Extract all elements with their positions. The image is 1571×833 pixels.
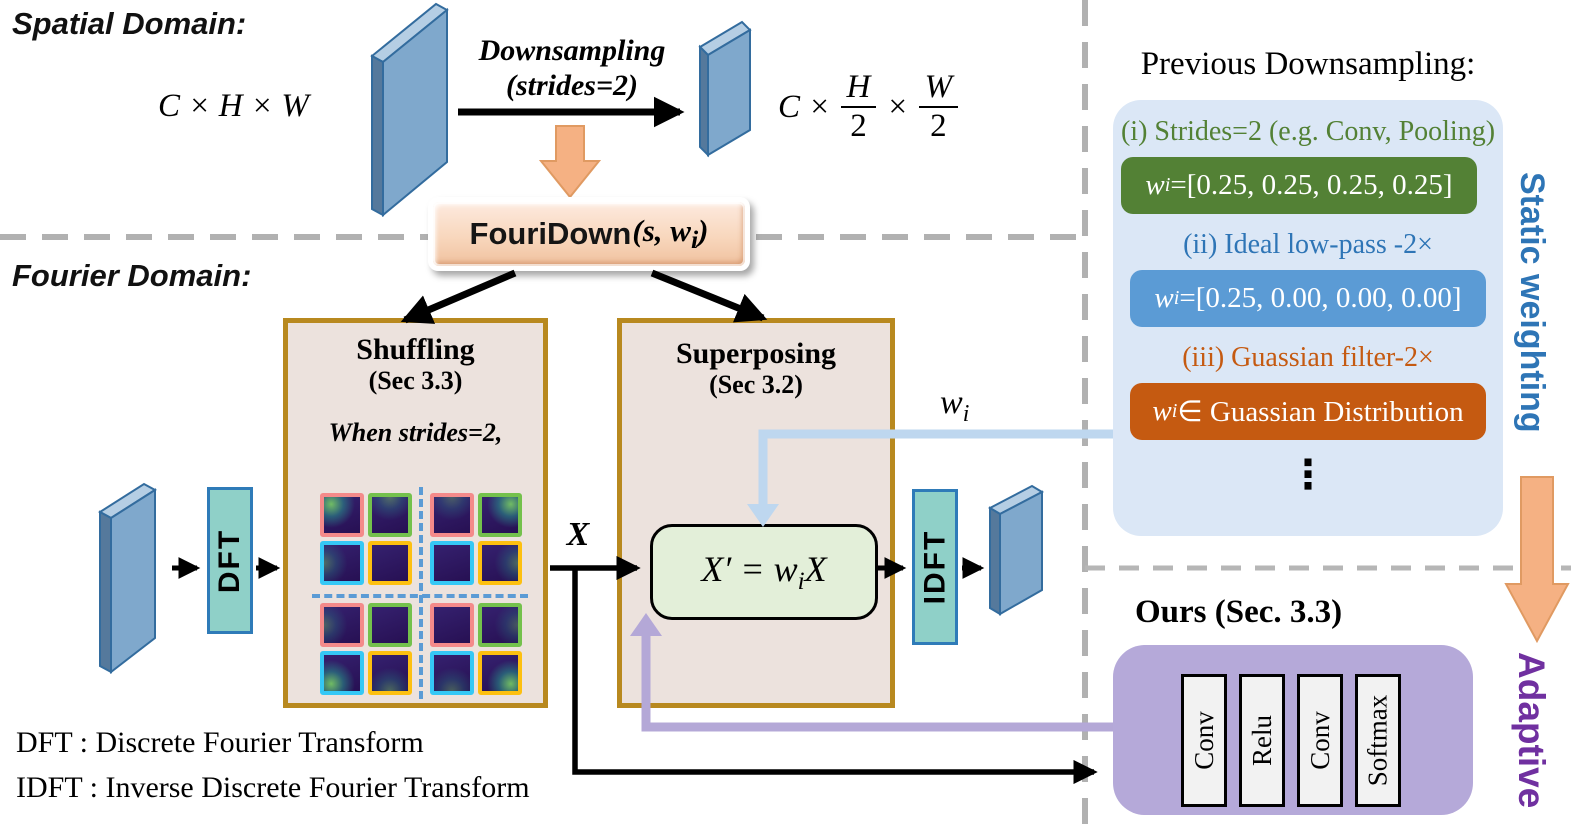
wi-rest: ∈ Guassian Distribution — [1177, 396, 1464, 428]
shuffling-title: Shuffling — [356, 333, 475, 366]
superposing-sec: (Sec 3.2) — [709, 370, 803, 399]
down-block-arrow — [538, 125, 602, 199]
wi-sub: i — [1171, 400, 1178, 422]
spectrum-tile — [368, 493, 412, 537]
wi-sub: i — [1173, 287, 1180, 309]
ours-block-relu: Relu — [1239, 674, 1285, 807]
idft-box: IDFT — [912, 489, 958, 645]
ours-heading: Ours (Sec. 3.3) — [1135, 594, 1343, 630]
fourier-input-slab — [98, 482, 157, 675]
previous-item-label: (iii) Guassian filter-2× — [1182, 342, 1434, 373]
ours-block-label: Conv — [1188, 711, 1219, 770]
grid-divider-vertical — [419, 487, 423, 699]
wi-rest: =[0.25, 0.00, 0.00, 0.00] — [1179, 282, 1462, 314]
formula-sub: i — [797, 568, 805, 596]
frac-num: H — [840, 71, 877, 108]
shuffling-note: When strides=2, — [328, 418, 503, 447]
spectrum-tile — [478, 541, 522, 585]
shuffling-sec: (Sec 3.3) — [368, 366, 463, 395]
spectrum-tile — [320, 541, 364, 585]
dft-label: DFT — [213, 528, 247, 593]
frac-den: 2 — [850, 108, 867, 144]
superposing-box: Superposing (Sec 3.2) — [617, 318, 895, 708]
fraction-h-over-2: H 2 — [840, 71, 877, 144]
dims-out-pre: C × — [778, 88, 831, 125]
ours-block-conv: Conv — [1297, 674, 1343, 807]
superposing-title: Superposing — [675, 337, 837, 370]
wi-symbol: w — [1154, 282, 1174, 314]
previous-item-label: (i) Strides=2 (e.g. Conv, Pooling) — [1120, 116, 1496, 147]
spectrum-tile — [368, 651, 412, 695]
ours-blocks: Conv Relu Conv Softmax — [1181, 674, 1401, 807]
fouridown-box-inner: FouriDown(s, wi) — [433, 202, 745, 266]
spectrum-tile — [320, 603, 364, 647]
fraction-w-over-2: W 2 — [918, 71, 959, 144]
ours-block-softmax: Softmax — [1355, 674, 1401, 807]
previous-downsampling-heading: Previous Downsampling: — [1140, 46, 1476, 82]
spectrum-tile — [478, 603, 522, 647]
input-tensor-slab — [370, 2, 449, 218]
spectrum-tile — [368, 541, 412, 585]
superpose-formula-box: X′ = wiX — [650, 524, 878, 620]
spectrum-tile — [430, 603, 474, 647]
wi-symbol: w — [1145, 169, 1165, 201]
downsampling-strides: (strides=2) — [505, 69, 639, 103]
wi-rest: =[0.25, 0.25, 0.25, 0.25] — [1170, 169, 1453, 201]
fourier-domain-label: Fourier Domain: — [12, 258, 252, 293]
idft-label: IDFT — [918, 529, 951, 605]
legend-dft: DFT : Discrete Fourier Transform — [16, 726, 424, 759]
dft-box: DFT — [207, 487, 253, 634]
spectrum-tile — [430, 493, 474, 537]
spectrum-tile — [430, 541, 474, 585]
frac-den: 2 — [930, 108, 947, 144]
spectrum-tile — [320, 651, 364, 695]
legend-idft: IDFT : Inverse Discrete Fourier Transfor… — [16, 771, 530, 804]
static-to-adaptive-arrow — [1504, 476, 1570, 644]
previous-item-label: (ii) Ideal low-pass -2× — [1183, 229, 1433, 260]
output-dims: C × H 2 × W 2 — [778, 62, 959, 152]
spectrum-tile — [320, 493, 364, 537]
spectrum-tile — [478, 493, 522, 537]
formula-post: X — [804, 548, 827, 589]
ellipsis-dots: ⋮ — [1288, 452, 1328, 498]
fouridown-box: FouriDown(s, wi) — [428, 197, 750, 271]
ours-panel: Conv Relu Conv Softmax — [1113, 645, 1473, 815]
grid-divider-horizontal — [312, 594, 528, 598]
x-line-label: X — [566, 516, 590, 553]
dims-out-times: × — [886, 88, 909, 125]
ours-block-label: Conv — [1304, 711, 1335, 770]
frac-num: W — [918, 71, 959, 108]
wi-symbol: w — [1152, 395, 1172, 427]
downsampling-label: Downsampling (strides=2) — [447, 33, 697, 104]
fourier-output-slab — [987, 484, 1045, 616]
formula-pre: X′ = w — [701, 548, 798, 589]
ours-block-label: Softmax — [1362, 694, 1393, 787]
shuffling-box: Shuffling (Sec 3.3) When strides=2, — [283, 318, 548, 708]
input-dims: C × H × W — [158, 88, 309, 124]
ours-block-label: Relu — [1246, 715, 1277, 766]
ours-block-conv: Conv — [1181, 674, 1227, 807]
static-weighting-label: Static weighting — [1513, 172, 1551, 433]
downsampling-title: Downsampling — [478, 34, 666, 67]
adaptive-label: Adaptive — [1511, 652, 1552, 809]
fouridown-args: (s, wi) — [632, 212, 709, 255]
spectrum-tile — [368, 603, 412, 647]
spatial-domain-label: Spatial Domain: — [12, 6, 247, 41]
downsampled-tensor-slab — [698, 20, 752, 158]
fouridown-name: FouriDown — [469, 216, 632, 251]
wi-sub: i — [1164, 174, 1171, 196]
wi-top-label: wi — [940, 384, 970, 427]
spectrum-tile — [478, 651, 522, 695]
spectrum-tile — [430, 651, 474, 695]
